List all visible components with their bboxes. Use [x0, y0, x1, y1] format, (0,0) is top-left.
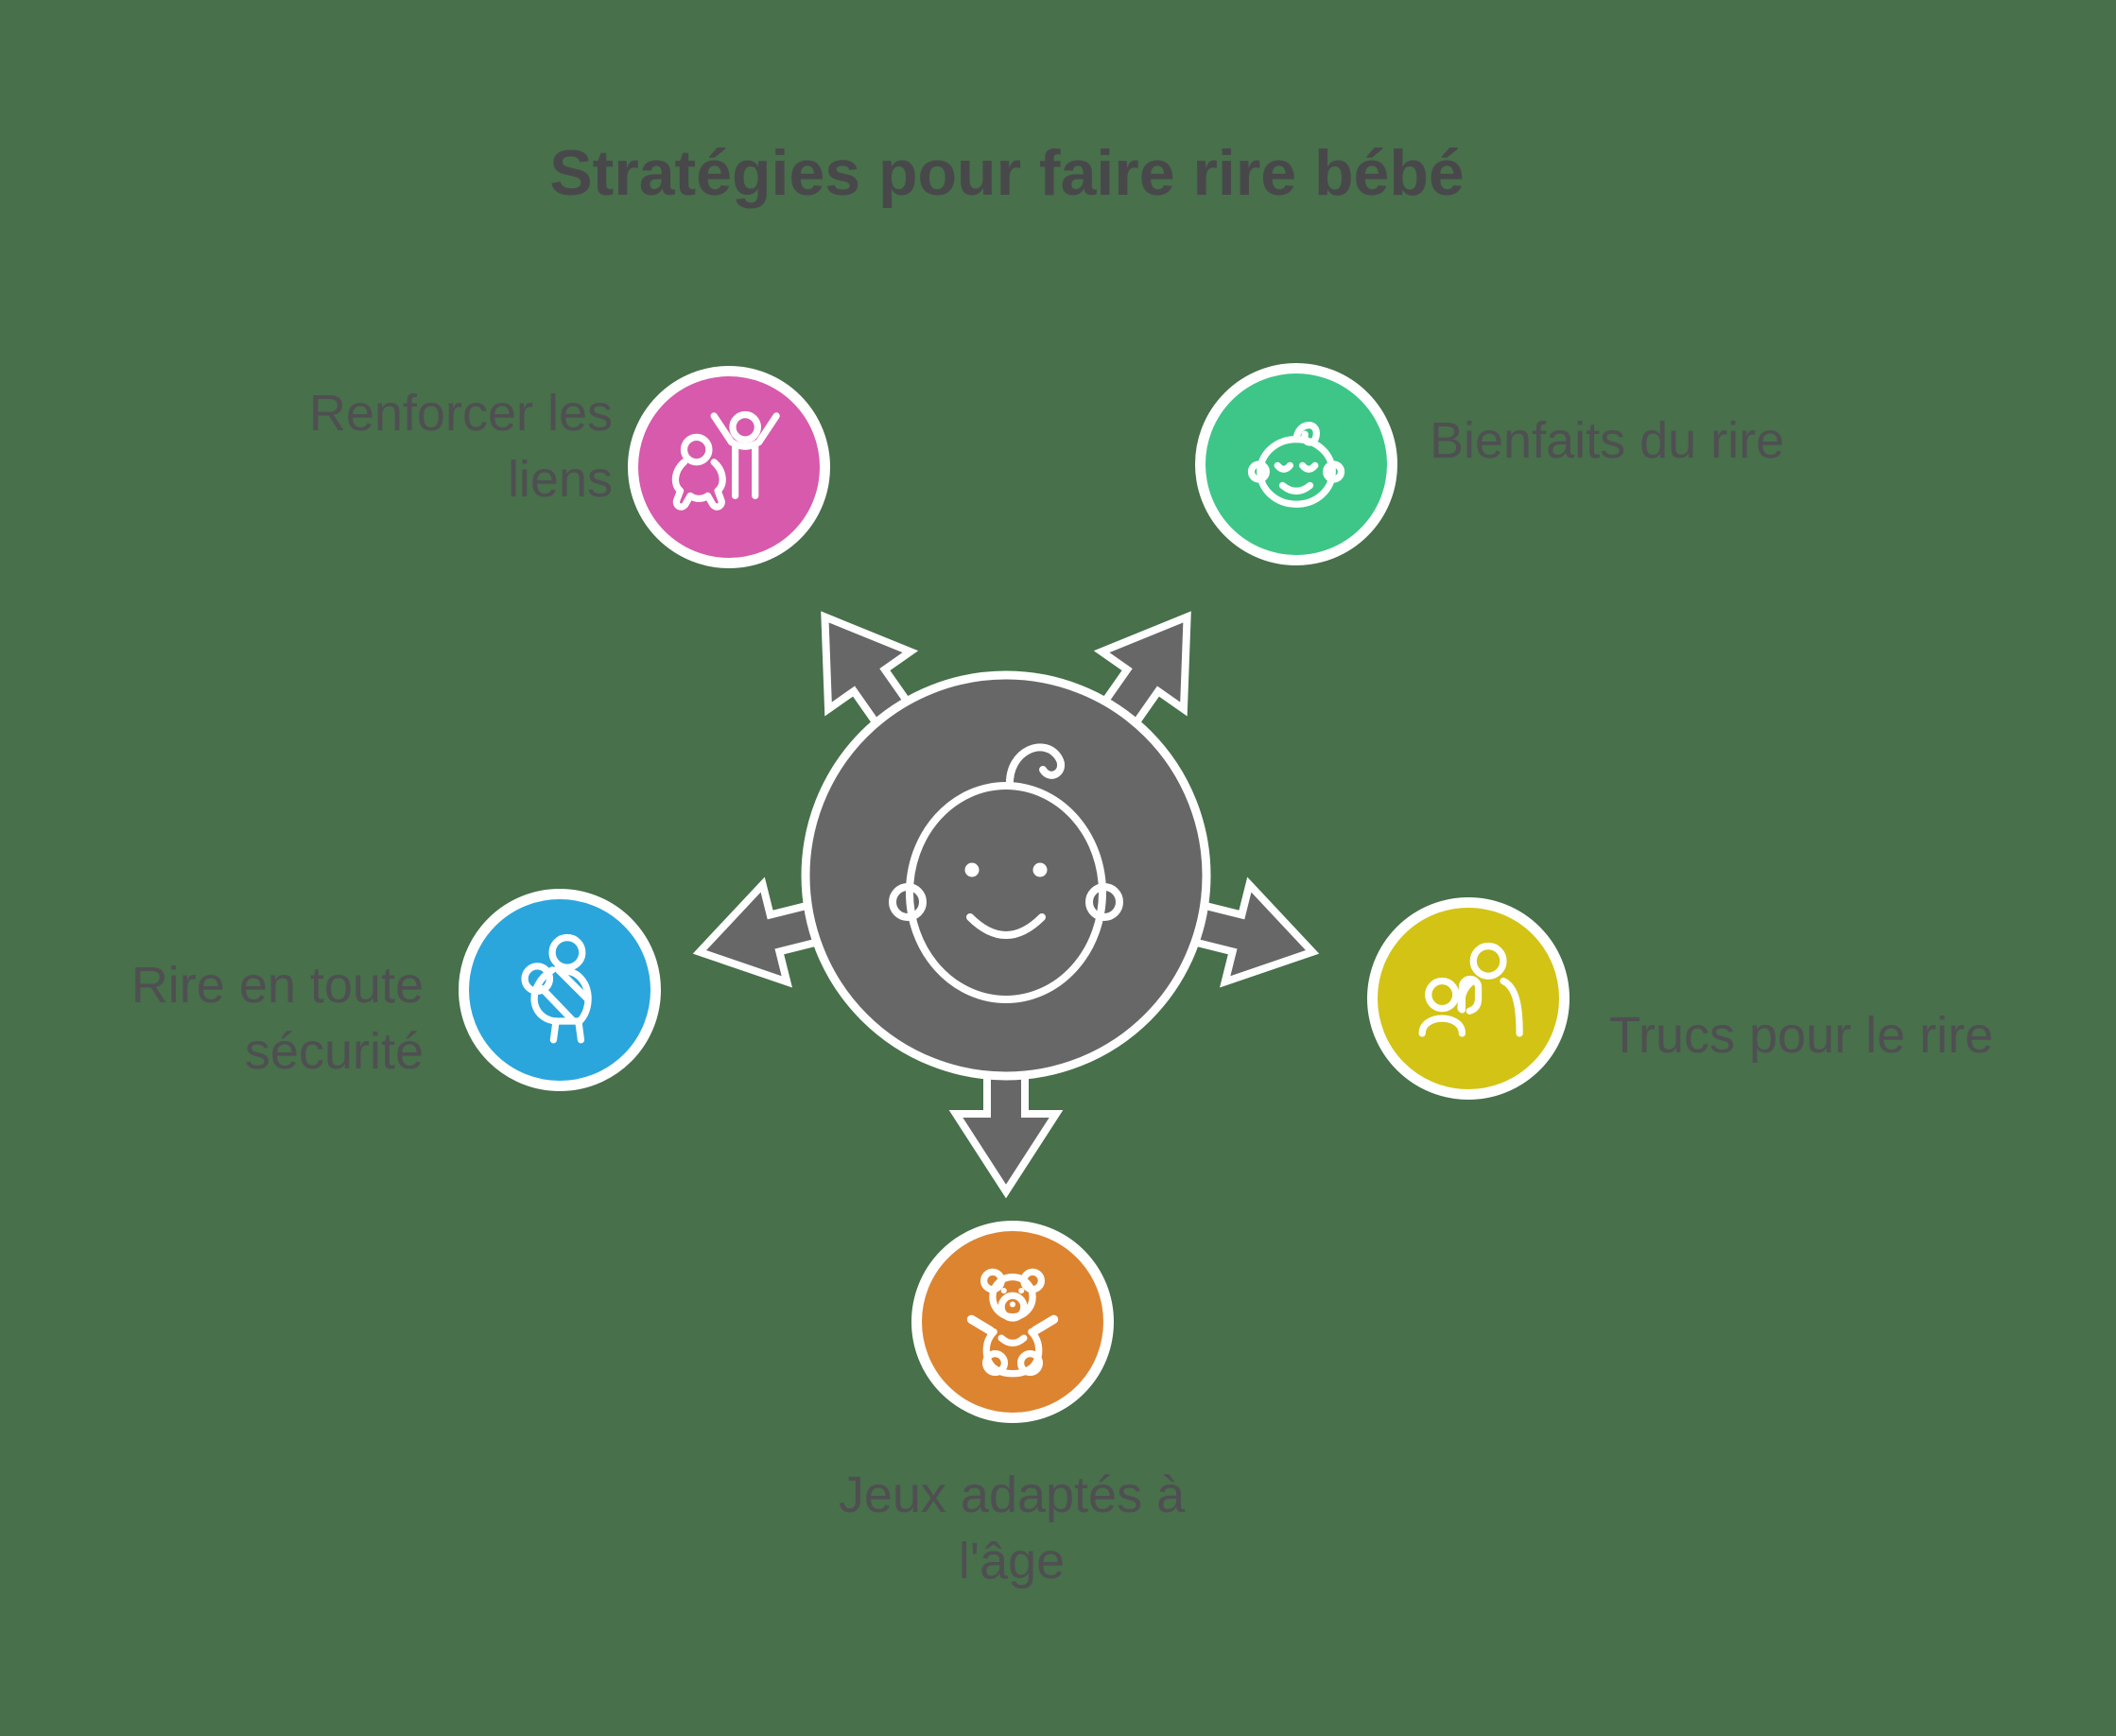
diagram-title: Stratégies pour faire rire bébé: [549, 137, 1465, 209]
node-bienfaits-du-rire: [1195, 363, 1397, 565]
hub-circle: [801, 670, 1211, 1081]
node-trucs-pour-le-rire: [1367, 897, 1570, 1100]
family-play-icon: [671, 410, 780, 511]
node-rire-en-toute-securite: [459, 889, 661, 1091]
node-label-trucs-pour-le-rire: Trucs pour le rire: [1609, 1007, 1994, 1064]
node-label-bienfaits-du-rire: Bienfaits du rire: [1430, 412, 1785, 469]
node-label-rire-en-toute-securite: Rire en toute sécurité: [130, 957, 424, 1080]
babywearing-icon: [521, 933, 592, 1044]
center-hub: [692, 611, 1320, 1199]
baby-face-icon: [889, 743, 1123, 1003]
happy-baby-icon: [1247, 422, 1345, 508]
node-renforcer-les-liens: [628, 366, 830, 568]
node-label-jeux-adaptes-a-l-age: Jeux adaptés à l'âge: [838, 1467, 1186, 1589]
parent-child-play-icon: [1418, 942, 1523, 1037]
teddy-bear-icon: [966, 1268, 1059, 1378]
node-label-renforcer-les-liens: Renforcer les liens: [308, 385, 613, 508]
node-jeux-adaptes-a-l-age: [911, 1221, 1114, 1423]
